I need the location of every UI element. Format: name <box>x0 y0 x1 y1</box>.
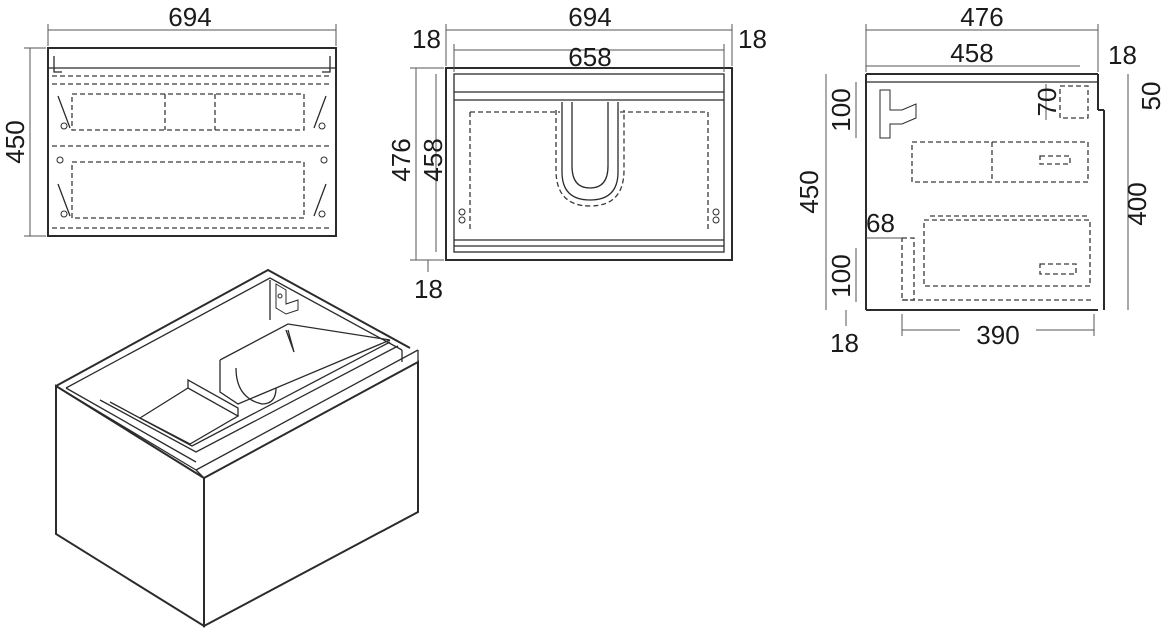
side-runner-offset-label: 68 <box>866 208 895 238</box>
top-siphon-cutout <box>561 102 619 201</box>
iso-top-inner <box>65 277 403 389</box>
side-front-height-label: 400 <box>1122 182 1152 225</box>
iso-drawer-front-face <box>203 360 419 628</box>
iso-drawer-rim-inner <box>109 341 391 447</box>
iso-siphon-notch <box>285 329 295 353</box>
iso-top-left-inner <box>65 387 197 463</box>
front-hinge-icon <box>56 156 64 164</box>
front-hidden-upper-drawer <box>71 93 305 131</box>
top-view: 694 658 18 18 476 458 18 <box>386 2 767 304</box>
top-inner-width-label: 658 <box>568 42 611 72</box>
iso-siphon-cutout <box>235 367 277 405</box>
top-hardware-icon <box>458 216 466 224</box>
top-siphon-cutout-inner <box>571 102 609 189</box>
top-panel-left-label: 18 <box>412 24 441 54</box>
front-cabinet-outline <box>47 47 337 237</box>
side-hidden-lower-drawer <box>923 219 1091 287</box>
side-wall-bracket-icon <box>879 89 917 139</box>
iso-siphon-box-front <box>219 339 391 405</box>
front-runners <box>57 95 327 217</box>
side-rail-hidden <box>1059 85 1089 119</box>
side-outer-depth-label: 476 <box>960 2 1003 32</box>
iso-left-side-face <box>55 384 205 628</box>
top-siphon-hidden <box>555 110 625 207</box>
top-hardware-icon <box>712 216 720 224</box>
top-inner-outline <box>453 73 725 253</box>
side-hidden-upper-latch <box>1039 155 1071 165</box>
iso-top-left-edge <box>55 385 197 471</box>
iso-front-corner <box>195 469 205 479</box>
side-back-panel-label: 18 <box>1108 40 1137 70</box>
front-hinge-icon <box>60 210 68 218</box>
side-rail-height-label: 70 <box>1032 88 1062 117</box>
isometric-view <box>55 268 419 628</box>
side-inner-depth-label: 458 <box>950 38 993 68</box>
top-inner-depth-label: 458 <box>418 138 448 181</box>
iso-drawer-rim <box>99 345 399 453</box>
iso-compartment-wall <box>187 378 239 416</box>
side-hidden-bottom-rail <box>901 237 915 301</box>
front-hidden-lower-drawer <box>71 161 305 219</box>
top-panel-right-label: 18 <box>738 24 767 54</box>
top-hardware-icon <box>458 208 466 216</box>
side-hidden-upper-drawer <box>911 141 1089 183</box>
iso-front-top-edge <box>195 349 419 471</box>
top-hardware-icon <box>712 208 720 216</box>
side-hidden-lower-latch <box>1039 263 1077 275</box>
front-width-label: 694 <box>168 2 211 32</box>
side-top-gap-label: 50 <box>1136 82 1166 111</box>
side-bottom-offset-label: 100 <box>826 254 856 297</box>
side-drawer-depth-label: 390 <box>976 320 1019 350</box>
side-bottom-panel-label: 18 <box>830 328 859 358</box>
front-hinge-icon <box>320 156 328 164</box>
top-bottom-panel-label: 18 <box>414 274 443 304</box>
top-depth-label: 476 <box>386 138 416 181</box>
top-cabinet-outline <box>445 67 733 261</box>
front-hinge-icon <box>318 122 326 130</box>
side-bracket-offset-label: 100 <box>826 88 856 131</box>
front-hinge-icon <box>60 122 68 130</box>
top-outer-width-label: 694 <box>568 2 611 32</box>
side-height-label: 450 <box>794 170 824 213</box>
iso-siphon-box-top <box>219 323 391 361</box>
front-hinge-icon <box>318 210 326 218</box>
iso-drawer-left-compartment <box>138 387 240 445</box>
front-height-label: 450 <box>0 120 30 163</box>
iso-bracket-screw-icon <box>277 293 283 299</box>
front-top-brackets <box>53 56 331 73</box>
iso-wall-bracket-icon <box>275 283 299 315</box>
iso-top-outline <box>55 268 411 387</box>
side-drawer-label-mask <box>960 320 1036 342</box>
front-view: 694 450 <box>0 2 337 237</box>
side-view: 476 458 18 450 50 400 100 70 100 68 18 3… <box>794 2 1166 358</box>
